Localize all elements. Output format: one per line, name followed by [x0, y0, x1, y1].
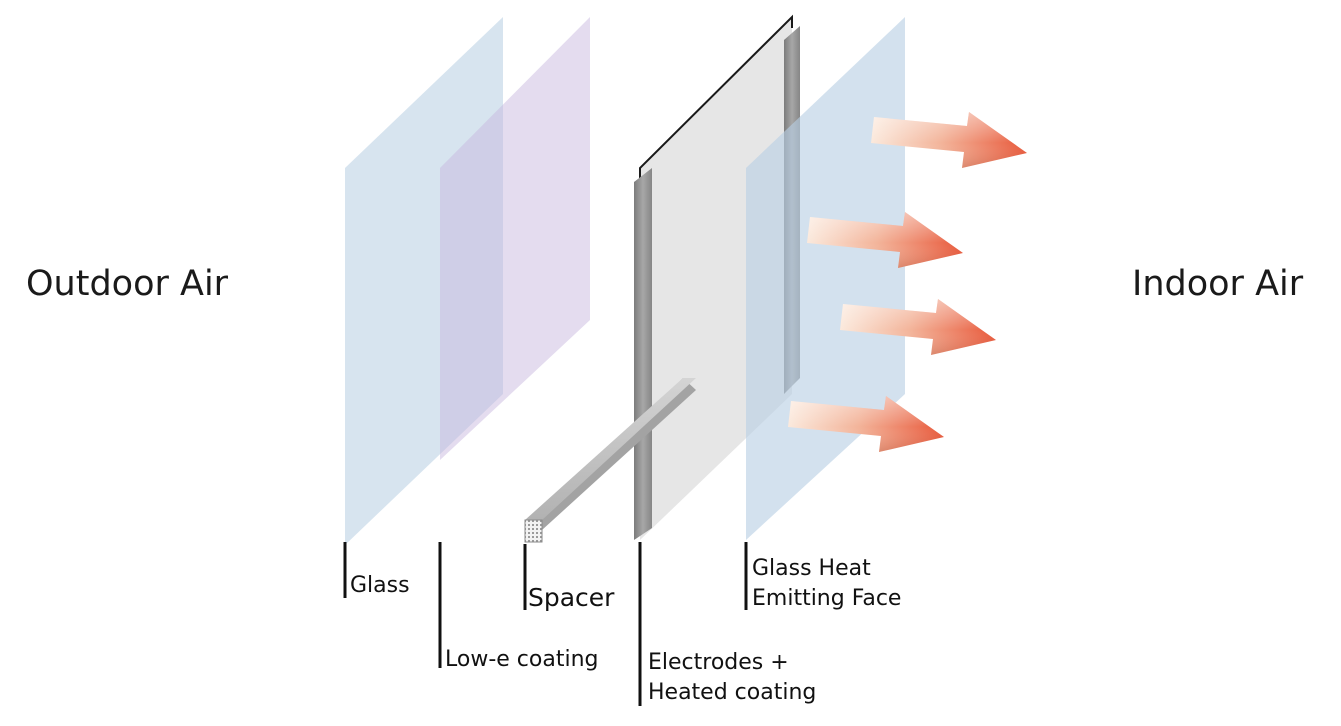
heat-arrows	[788, 112, 1027, 452]
front-electrode-strip	[634, 168, 652, 540]
spacer-label: Spacer	[528, 583, 615, 612]
heated-coating-pane-edge	[639, 14, 793, 182]
electrodes-label: Electrodes + Heated coating	[648, 648, 816, 708]
emitting-glass-label-line2: Emitting Face	[752, 586, 902, 611]
electrodes-label-line1: Electrodes +	[648, 650, 789, 675]
glass-pane	[345, 17, 503, 545]
heat-arrow	[871, 112, 1027, 168]
electrodes-label-line2: Heated coating	[648, 680, 817, 705]
emitting-glass-label-line1: Glass Heat	[752, 556, 871, 581]
spacer-end-face	[524, 519, 543, 543]
glass-label: Glass	[350, 573, 410, 598]
heat-arrow	[788, 396, 944, 452]
heat-arrow	[807, 212, 963, 268]
spacer-bar-top	[525, 378, 696, 520]
emitting-glass-label: Glass Heat Emitting Face	[752, 554, 901, 614]
heat-arrow	[840, 299, 996, 355]
indoor-air-label: Indoor Air	[1132, 264, 1304, 304]
outdoor-air-label: Outdoor Air	[26, 264, 229, 304]
low-e-pane	[440, 17, 590, 460]
low-e-label: Low-e coating	[445, 647, 599, 672]
